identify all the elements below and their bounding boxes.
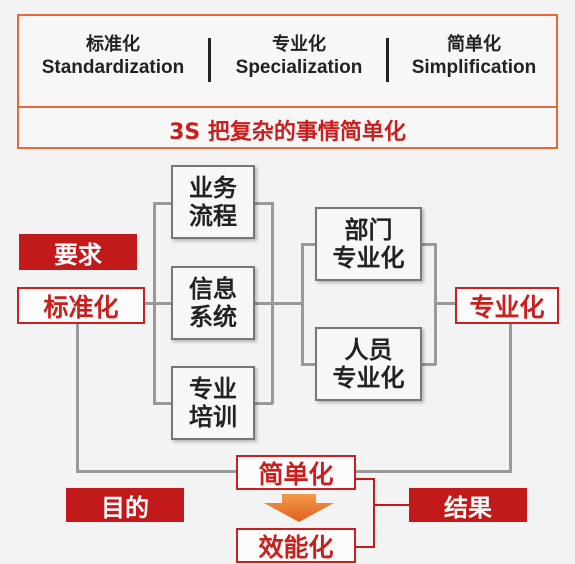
connector-line: [301, 363, 317, 366]
specialization-node: 专业化: [455, 287, 559, 324]
connector-line: [253, 302, 303, 305]
result-label: 结果: [409, 488, 527, 522]
header-zh-label: 专业化: [272, 34, 326, 55]
info-system-node: 信息 系统: [171, 266, 255, 340]
header-rule: [19, 106, 556, 108]
connector-line: [271, 202, 274, 404]
header-zh-label: 标准化: [86, 34, 140, 55]
header-en-label: Standardization: [41, 57, 185, 78]
dept-specialization-node: 部门 专业化: [315, 207, 422, 281]
header-zh-label: 简单化: [447, 34, 501, 55]
connector-line: [301, 243, 304, 365]
connector-line: [509, 322, 512, 472]
connector-line: [76, 322, 79, 472]
result-bracket-line: [340, 546, 375, 548]
result-bracket-line: [355, 478, 375, 480]
header-en-label: Simplification: [411, 57, 537, 78]
header-en-label: Specialization: [235, 57, 363, 78]
standardization-node: 标准化: [17, 287, 145, 324]
connector-line: [153, 402, 173, 405]
connector-line: [253, 402, 273, 405]
efficiency-node: 效能化: [236, 528, 356, 563]
header-col-specialization: 专业化 Specialization: [219, 34, 379, 80]
connector-line: [76, 470, 238, 473]
business-process-node: 业务 流程: [171, 165, 255, 239]
header-divider: [386, 38, 389, 82]
header-panel: 标准化 Standardization 专业化 Specialization 简…: [17, 14, 558, 149]
requirement-label: 要求: [19, 234, 137, 270]
connector-line: [420, 363, 436, 366]
purpose-label: 目的: [66, 488, 184, 522]
result-bracket-line: [373, 478, 375, 548]
header-col-standardization: 标准化 Standardization: [33, 34, 193, 80]
simplification-node: 简单化: [236, 455, 356, 490]
header-divider: [208, 38, 211, 82]
connector-line: [153, 202, 173, 205]
connector-line: [301, 243, 317, 246]
header-col-simplification: 简单化 Simplification: [399, 34, 549, 80]
result-bracket-line: [373, 504, 409, 506]
slogan: 3S 把复杂的事情简单化: [169, 120, 406, 145]
staff-specialization-node: 人员 专业化: [315, 327, 422, 401]
connector-line: [434, 302, 456, 305]
connector-line: [153, 302, 173, 305]
connector-line: [420, 243, 436, 246]
training-node: 专业 培训: [171, 366, 255, 440]
connector-line: [253, 202, 273, 205]
connector-line: [355, 470, 512, 473]
connector-line: [145, 302, 155, 305]
